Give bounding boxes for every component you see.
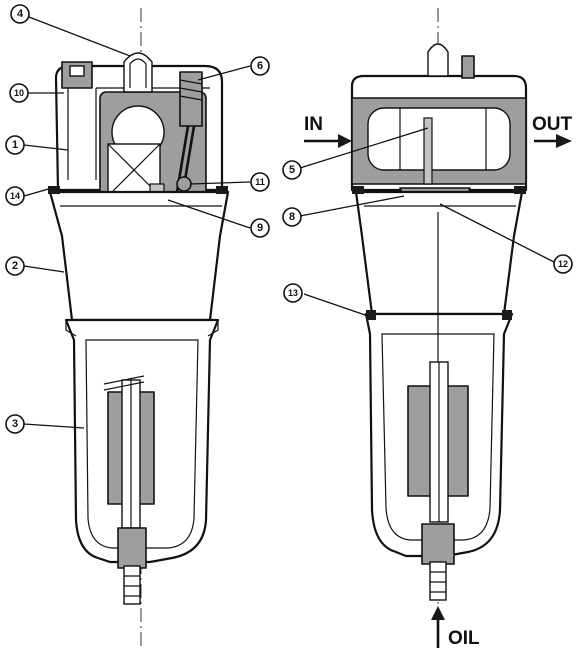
callout-number: 8 — [289, 211, 295, 223]
leader-13 — [303, 293, 369, 317]
callout-8: 8 — [282, 207, 302, 227]
leader-11 — [189, 181, 251, 185]
right-bowl-seal-left — [366, 310, 376, 320]
outlet-label: OUT — [532, 114, 573, 135]
callout-ring — [5, 256, 25, 276]
callout-number: 6 — [257, 60, 263, 72]
callout-number: 2 — [12, 260, 18, 272]
callout-number: 13 — [288, 288, 298, 298]
callout-ring — [250, 56, 270, 76]
callout-12: 12 — [553, 254, 573, 274]
left-drain-nipple — [123, 565, 141, 605]
callout-number: 4 — [17, 8, 24, 20]
right-bowl-seal-right — [502, 310, 512, 320]
callout-ring — [9, 83, 29, 103]
callout-5: 5 — [282, 160, 302, 180]
right-top-knob — [427, 43, 449, 77]
callout-number: 9 — [257, 222, 263, 234]
callout-13: 13 — [283, 283, 303, 303]
in-arrow-head — [338, 134, 352, 148]
left-float-arm — [103, 375, 145, 391]
port-labels: IN OUT OIL — [304, 114, 573, 649]
right-bowl-inner — [381, 333, 495, 541]
left-needle-thread — [179, 79, 203, 101]
right-drain-thread — [430, 571, 446, 593]
right-top-fitting — [461, 55, 475, 79]
callout-9: 9 — [250, 218, 270, 238]
callout-ring — [282, 160, 302, 180]
right-o-ring-left — [352, 186, 364, 194]
callout-ring — [250, 218, 270, 238]
leader-12 — [439, 203, 555, 263]
leader-2 — [23, 265, 65, 273]
callout-number: 11 — [255, 177, 265, 187]
callout-ring — [5, 414, 25, 434]
callout-number: 3 — [12, 418, 18, 430]
right-o-ring-right — [514, 186, 526, 194]
callout-ring — [553, 254, 573, 274]
left-bowl-inner — [85, 339, 199, 549]
left-drain-body — [117, 527, 147, 569]
oil-label: OIL — [448, 628, 480, 649]
right-vane — [423, 117, 433, 185]
left-needle-valve — [179, 71, 203, 127]
callouts: 4 10 1 14 2 3 6 11 — [5, 4, 573, 434]
callout-2: 2 — [5, 256, 25, 276]
left-bowl-flange — [65, 320, 219, 337]
right-bowl-guard — [354, 190, 524, 316]
right-drain-body — [421, 523, 455, 565]
callout-14: 14 — [5, 186, 25, 206]
left-check-valve-ball — [176, 176, 192, 192]
callout-1: 1 — [5, 135, 25, 155]
out-arrow-head — [556, 134, 572, 148]
left-sectional-view — [48, 8, 230, 648]
left-drain-thread — [124, 575, 140, 597]
callout-ring — [10, 4, 30, 24]
callout-4: 4 — [10, 4, 30, 24]
left-o-ring-right — [216, 186, 228, 194]
leader-3 — [23, 423, 85, 429]
callout-11: 11 — [250, 172, 270, 192]
leader-1 — [23, 144, 69, 151]
right-drain-nipple — [429, 561, 447, 601]
leader-4 — [28, 16, 131, 57]
callout-6: 6 — [250, 56, 270, 76]
left-drip-chamber-cross-b — [107, 143, 161, 197]
right-sectional-view — [304, 8, 572, 648]
left-o-ring-left — [48, 186, 60, 194]
right-passage-ribs — [399, 108, 487, 170]
callout-3: 3 — [5, 414, 25, 434]
leader-8 — [299, 195, 405, 217]
callout-number: 1 — [12, 139, 18, 151]
leader-6 — [197, 65, 251, 81]
inlet-label: IN — [304, 114, 323, 135]
left-knob-inner — [129, 58, 147, 88]
callout-ring — [5, 135, 25, 155]
right-air-passage — [367, 107, 511, 171]
leader-5 — [299, 127, 429, 169]
callout-number: 14 — [10, 191, 20, 201]
leader-9 — [167, 199, 251, 229]
leader-14 — [23, 187, 53, 197]
callout-ring — [250, 172, 270, 192]
callout-number: 12 — [558, 259, 568, 269]
callout-number: 10 — [14, 88, 24, 98]
oil-arrow-head — [431, 606, 445, 620]
leader-lines — [23, 16, 555, 429]
left-plug-slot — [69, 65, 85, 77]
callout-10: 10 — [9, 83, 29, 103]
callout-ring — [282, 207, 302, 227]
callout-ring — [283, 283, 303, 303]
callout-ring — [5, 186, 25, 206]
callout-number: 5 — [289, 164, 295, 176]
